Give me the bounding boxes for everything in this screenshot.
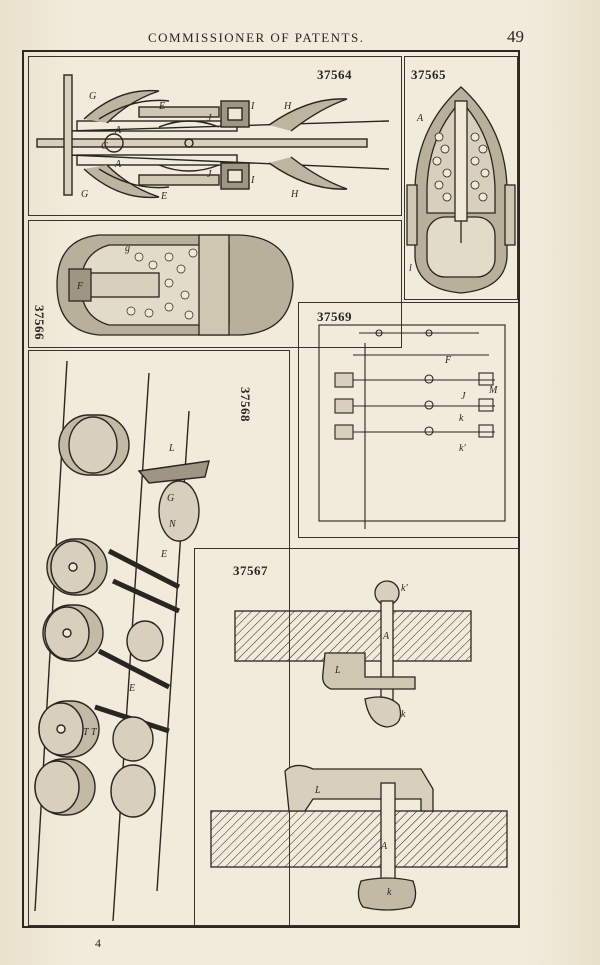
- figure-37564-drawing: G E I H J AC A J I G E H: [36, 74, 390, 202]
- svg-text:A: A: [382, 631, 390, 642]
- figure-37565-drawing: Al: [406, 86, 516, 294]
- svg-text:E: E: [128, 683, 135, 694]
- svg-text:A: A: [114, 159, 122, 170]
- svg-text:k: k: [401, 709, 406, 720]
- figure-37567-drawing: k' A Lk L Ak: [210, 580, 508, 911]
- svg-text:A: A: [416, 113, 424, 124]
- svg-text:M: M: [488, 385, 498, 396]
- svg-text:H: H: [290, 189, 299, 200]
- signature-mark: 4: [95, 936, 101, 950]
- svg-text:N: N: [168, 519, 177, 530]
- svg-text:k: k: [387, 887, 392, 898]
- svg-text:L: L: [334, 665, 341, 676]
- figure-37569-drawing: F J M k k': [318, 324, 506, 529]
- svg-text:G: G: [167, 493, 174, 504]
- svg-text:J: J: [461, 391, 466, 402]
- figure-37569-panel: 37569 F J M k k': [298, 302, 520, 538]
- patent-plate: 37564: [22, 50, 520, 928]
- figure-37565-label: 37565: [411, 67, 446, 82]
- svg-text:k: k: [459, 413, 464, 424]
- svg-text:k': k': [401, 583, 408, 594]
- svg-text:F: F: [444, 355, 452, 366]
- svg-text:A: A: [380, 841, 388, 852]
- figure-37566-drawing: gF: [56, 234, 294, 336]
- svg-text:l: l: [409, 263, 412, 274]
- figure-37569-label: 37569: [317, 309, 352, 324]
- svg-text:C: C: [101, 141, 108, 152]
- svg-text:I: I: [250, 101, 255, 112]
- svg-text:E: E: [160, 191, 167, 202]
- figure-37567-label: 37567: [233, 563, 268, 578]
- svg-text:T T: T T: [83, 727, 98, 738]
- svg-text:J: J: [207, 113, 212, 124]
- svg-text:g: g: [125, 243, 130, 254]
- figure-37568-drawing: L G N E E T T: [34, 360, 210, 922]
- svg-text:H: H: [283, 101, 292, 112]
- figure-37568-panel: 37568: [28, 350, 290, 926]
- svg-text:E: E: [158, 101, 165, 112]
- svg-text:L: L: [168, 443, 175, 454]
- page-number: 49: [507, 27, 524, 46]
- figure-37564-label: 37564: [317, 67, 352, 82]
- svg-text:G: G: [89, 91, 96, 102]
- svg-text:J: J: [207, 169, 212, 180]
- svg-text:E: E: [160, 549, 167, 560]
- svg-text:k': k': [459, 443, 466, 454]
- svg-text:G: G: [81, 189, 88, 200]
- running-head: COMMISSIONER OF PATENTS.: [148, 30, 365, 45]
- svg-text:L: L: [314, 785, 321, 796]
- svg-text:F: F: [76, 281, 84, 292]
- svg-text:A: A: [114, 125, 122, 136]
- figure-37564-panel: 37564: [28, 56, 402, 216]
- svg-text:I: I: [250, 175, 255, 186]
